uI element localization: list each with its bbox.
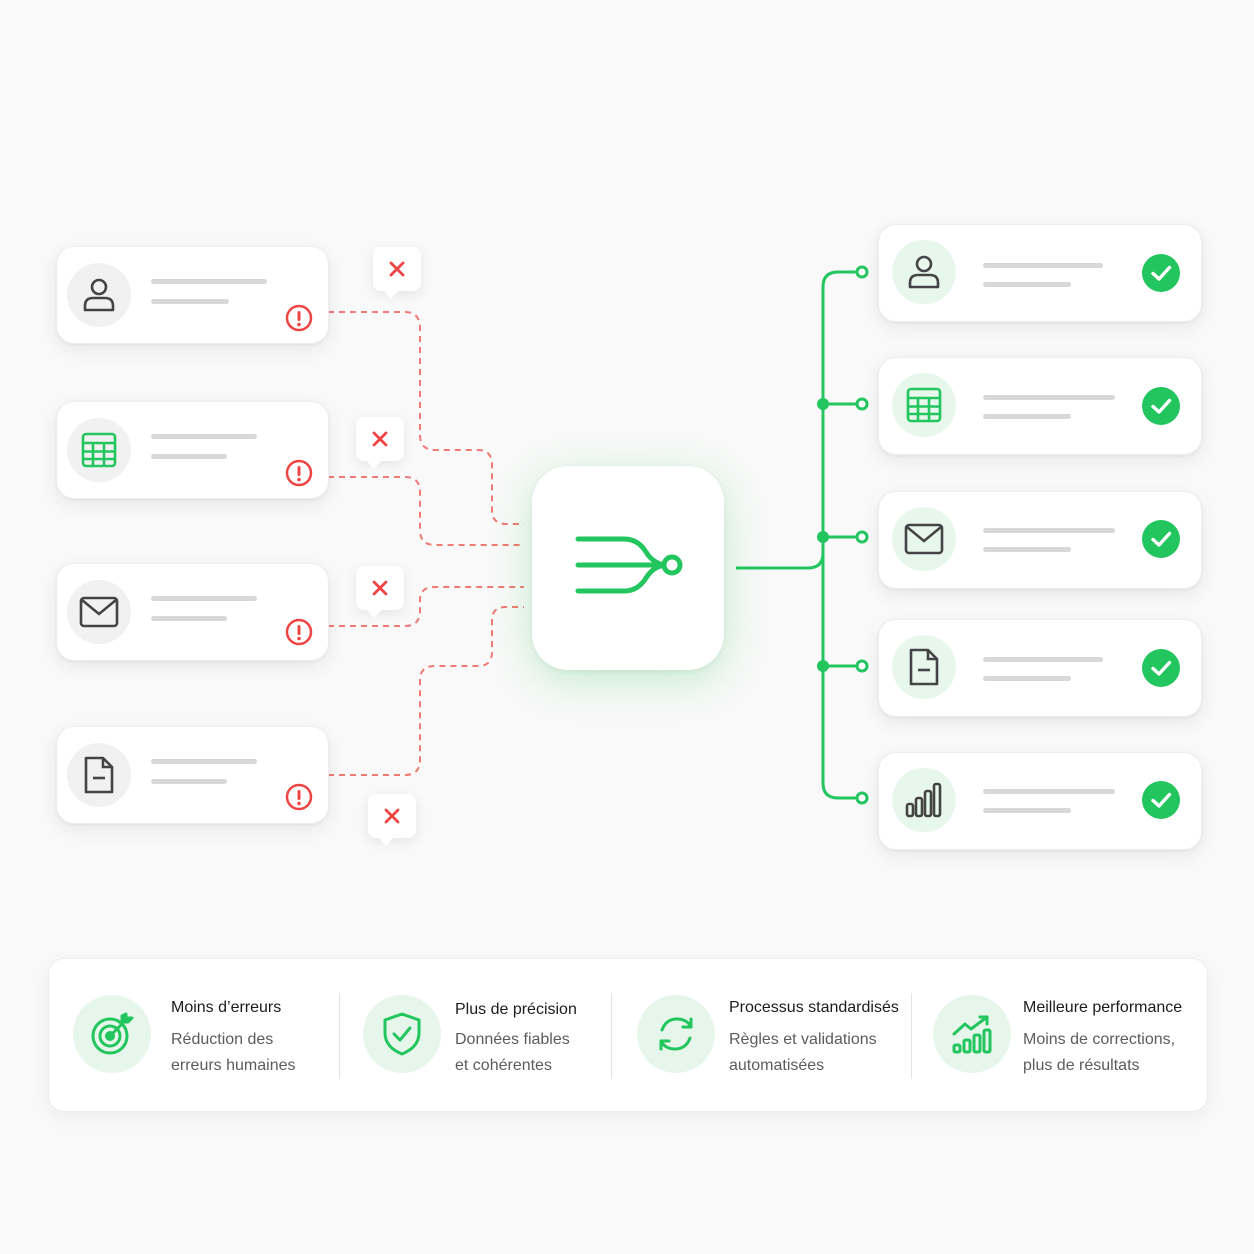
bar-chart-icon xyxy=(905,782,942,818)
benefit-desc: Réduction des erreurs humaines xyxy=(171,1031,296,1074)
pipeline-hub-icon xyxy=(575,536,683,594)
benefit-desc: Règles et validations automatisées xyxy=(729,1031,877,1074)
warning-icon xyxy=(285,459,313,487)
divider xyxy=(339,993,340,1079)
benefits-panel: Moins d’erreurs Réduction des erreurs hu… xyxy=(48,958,1208,1112)
benefit-fewer-errors: Moins d’erreurs Réduction des erreurs hu… xyxy=(49,959,339,1111)
benefit-title: Meilleure performance xyxy=(1023,999,1183,1016)
output-card-table[interactable] xyxy=(878,357,1202,455)
table-icon-wrap xyxy=(892,373,956,437)
check-icon xyxy=(1142,254,1180,292)
bar-chart-icon-wrap xyxy=(892,768,956,832)
refresh-icon xyxy=(659,1017,693,1051)
check-icon xyxy=(1142,649,1180,687)
check-icon xyxy=(1142,387,1180,425)
warning-icon xyxy=(285,304,313,332)
benefit-title: Plus de précision xyxy=(455,1001,577,1018)
close-icon xyxy=(384,808,400,824)
mail-icon-wrap xyxy=(67,580,131,644)
document-icon-wrap xyxy=(892,635,956,699)
refresh-icon-wrap xyxy=(637,995,715,1073)
growth-chart-icon-wrap xyxy=(933,995,1011,1073)
divider xyxy=(911,993,912,1079)
close-icon xyxy=(372,580,388,596)
mail-icon xyxy=(79,596,119,628)
output-card-user[interactable] xyxy=(878,224,1202,322)
user-icon xyxy=(83,278,115,312)
close-icon xyxy=(389,261,405,277)
divider xyxy=(611,993,612,1079)
user-icon xyxy=(908,255,940,289)
output-card-chart[interactable] xyxy=(878,752,1202,850)
mail-icon-wrap xyxy=(892,507,956,571)
user-icon-wrap xyxy=(892,240,956,304)
shield-check-icon-wrap xyxy=(363,995,441,1073)
table-icon xyxy=(906,387,942,423)
shield-check-icon xyxy=(383,1012,421,1056)
benefit-title: Moins d’erreurs xyxy=(171,999,282,1016)
pipeline-hub[interactable] xyxy=(532,466,724,670)
error-connector-4 xyxy=(328,606,524,776)
benefit-desc: Moins de corrections, plus de résultats xyxy=(1023,1031,1176,1074)
error-bubble-4 xyxy=(368,794,416,846)
benefit-precision: Plus de précision Données fiables et coh… xyxy=(339,959,611,1111)
error-connector-1 xyxy=(328,311,524,525)
check-icon xyxy=(1142,520,1180,558)
source-card-user[interactable] xyxy=(56,246,329,344)
check-icon xyxy=(1142,781,1180,819)
source-card-document[interactable] xyxy=(56,726,329,824)
target-icon-wrap xyxy=(73,995,151,1073)
growth-chart-icon xyxy=(952,1015,992,1054)
benefit-standardized: Processus standardisés Règles et validat… xyxy=(611,959,911,1111)
warning-icon xyxy=(285,618,313,646)
user-icon-wrap xyxy=(67,263,131,327)
table-icon xyxy=(81,432,117,468)
benefit-desc: Données fiables et cohérentes xyxy=(455,1031,570,1074)
output-card-document[interactable] xyxy=(878,619,1202,717)
error-bubble-2 xyxy=(356,417,404,469)
benefit-title: Processus standardisés xyxy=(729,999,899,1016)
output-card-mail[interactable] xyxy=(878,491,1202,589)
document-icon-wrap xyxy=(67,743,131,807)
document-icon xyxy=(909,648,939,686)
table-icon-wrap xyxy=(67,418,131,482)
source-card-mail[interactable] xyxy=(56,563,329,661)
close-icon xyxy=(372,431,388,447)
mail-icon xyxy=(904,523,944,555)
source-card-table[interactable] xyxy=(56,401,329,499)
error-bubble-1 xyxy=(373,247,421,299)
error-connector-2 xyxy=(328,476,524,546)
document-icon xyxy=(84,756,114,794)
target-icon xyxy=(91,1012,134,1055)
warning-icon xyxy=(285,783,313,811)
error-bubble-3 xyxy=(356,566,404,618)
benefit-performance: Meilleure performance Moins de correctio… xyxy=(911,959,1207,1111)
success-trunk xyxy=(736,270,856,570)
